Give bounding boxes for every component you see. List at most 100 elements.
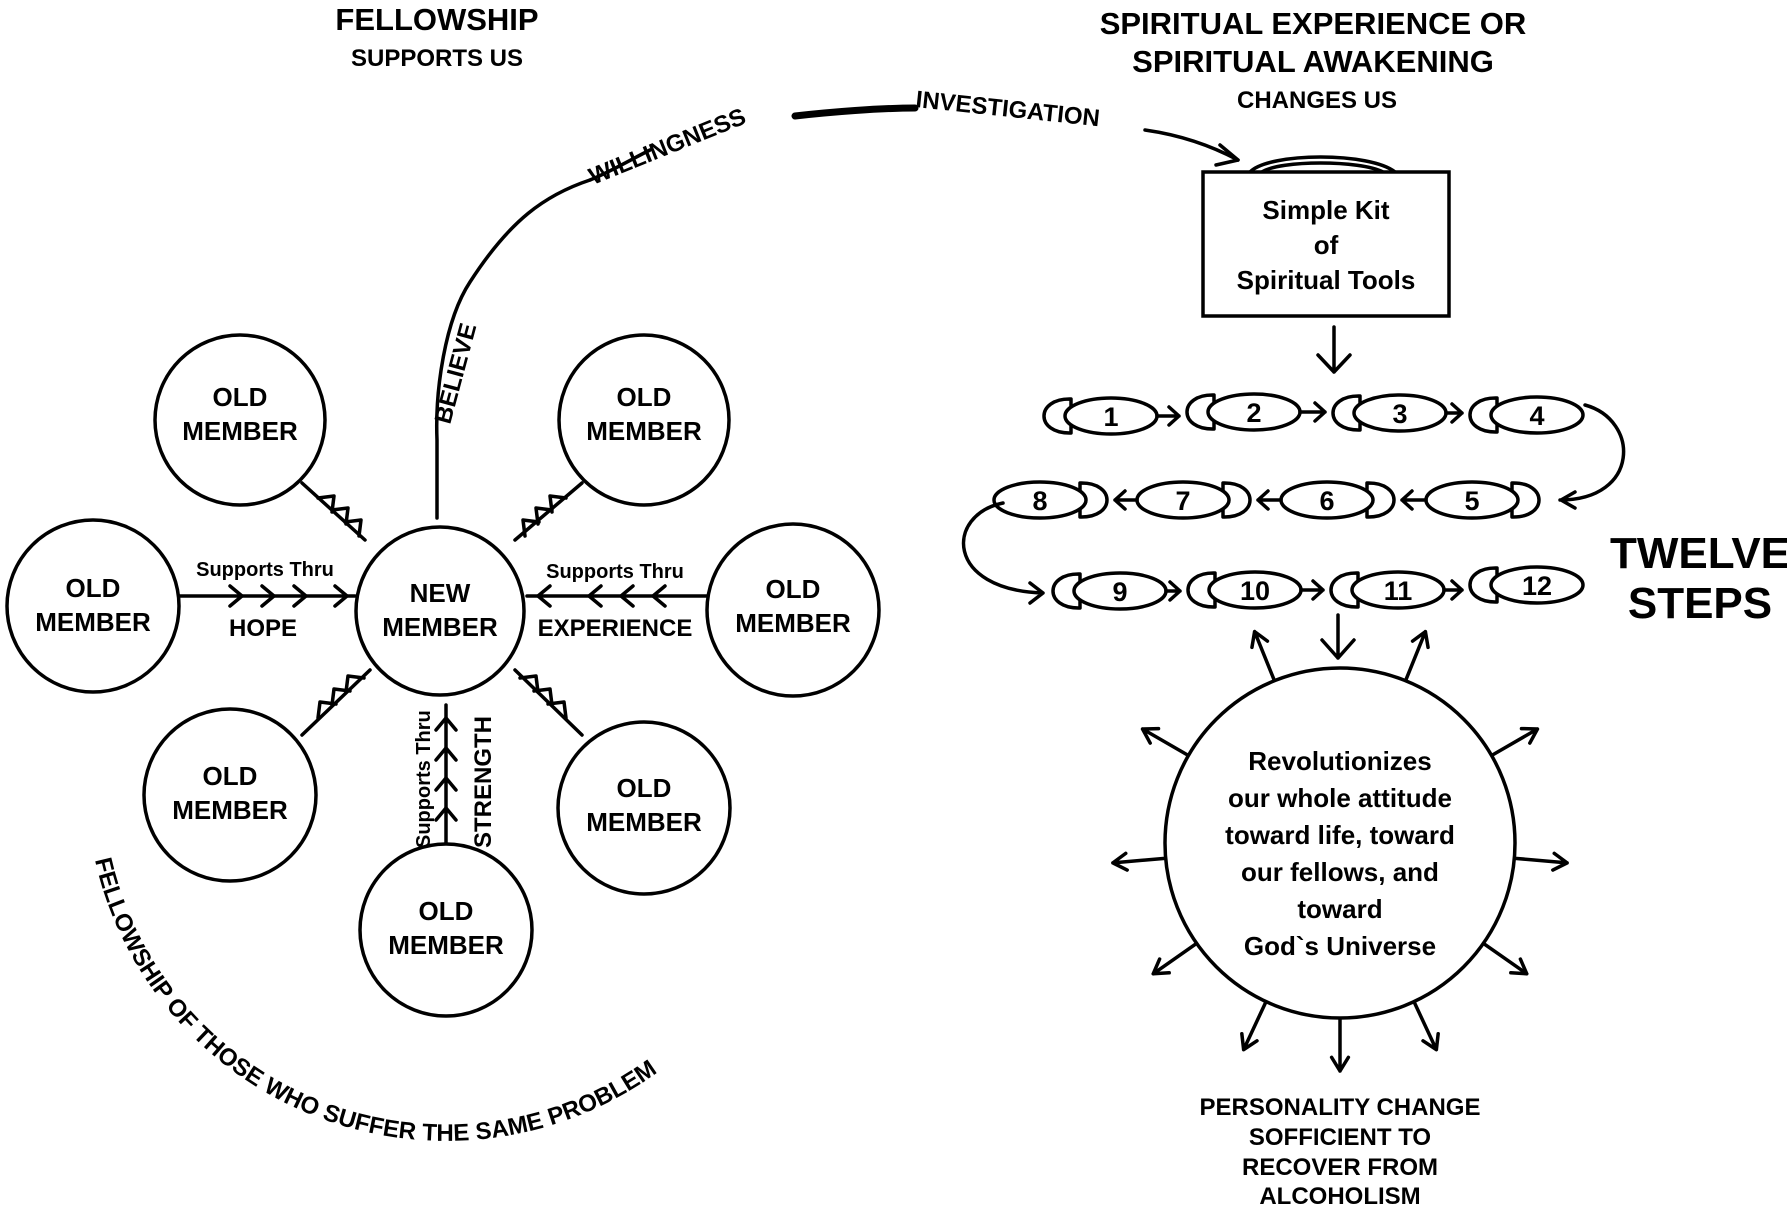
- step-number: 1: [1103, 402, 1118, 432]
- step-number: 6: [1319, 486, 1334, 516]
- step-arrow: [1442, 579, 1464, 601]
- old-member-top-right: OLD MEMBER: [557, 333, 731, 507]
- conclusion-line1: PERSONALITY CHANGE: [1200, 1094, 1481, 1121]
- spiritual-title-line2: SPIRITUAL AWAKENING: [1132, 44, 1494, 79]
- step-number: 4: [1529, 401, 1544, 431]
- supports-left-bottom: HOPE: [229, 615, 297, 642]
- kit-line2: of: [1314, 230, 1339, 260]
- step-link: 3: [1331, 393, 1448, 433]
- supports-right-bottom: EXPERIENCE: [538, 615, 693, 642]
- step-arrow: [1164, 580, 1182, 602]
- old-member-label: OLD: [419, 896, 474, 926]
- radiating-arrow: [1404, 629, 1430, 682]
- old-member-label: MEMBER: [735, 608, 851, 638]
- kit-arrow-path: [1143, 128, 1240, 162]
- result-line: toward life, toward: [1225, 820, 1455, 850]
- step-link: 5: [1424, 480, 1541, 520]
- old-member-label: OLD: [203, 761, 258, 791]
- step-link: 9: [1051, 571, 1168, 611]
- radiating-arrow: [1412, 1000, 1440, 1052]
- step-arrow: [1256, 489, 1283, 511]
- old-member-label: OLD: [766, 574, 821, 604]
- old-member-label: MEMBER: [172, 795, 288, 825]
- step-link: 11: [1329, 570, 1446, 610]
- step-number: 8: [1032, 486, 1047, 516]
- radiating-arrow: [1490, 726, 1540, 757]
- believe-path: [435, 178, 592, 520]
- kit-handle: [1248, 155, 1397, 174]
- old-member-label: MEMBER: [586, 807, 702, 837]
- twelve-steps-line2: STEPS: [1628, 579, 1772, 628]
- old-member-label: OLD: [213, 382, 268, 412]
- result-line: Revolutionizes: [1248, 746, 1431, 776]
- investigation-label: INVESTIGATION: [914, 86, 1101, 132]
- twelve-steps-line1: TWELVE: [1610, 529, 1787, 578]
- spokes: [176, 481, 718, 847]
- radiating-arrow: [1482, 942, 1529, 976]
- step-link: 1: [1042, 396, 1159, 436]
- old-member-label: MEMBER: [35, 607, 151, 637]
- radiating-arrow: [1250, 629, 1276, 682]
- result-line: God`s Universe: [1244, 931, 1436, 961]
- step-arrow: [1155, 405, 1181, 427]
- conclusion-line3: RECOVER FROM: [1242, 1154, 1438, 1181]
- new-member-circle: [354, 525, 526, 697]
- supports-right-top: Supports Thru: [546, 561, 684, 583]
- step-number: 5: [1464, 486, 1479, 516]
- fellowship-subtitle: SUPPORTS US: [351, 45, 523, 72]
- old-member-label: MEMBER: [586, 416, 702, 446]
- step-number: 7: [1175, 486, 1190, 516]
- step-link: 6: [1279, 480, 1396, 520]
- step-number: 11: [1384, 576, 1413, 606]
- result-text: Revolutionizes our whole attitude toward l…: [1225, 746, 1455, 961]
- row-connector-left: [961, 501, 1045, 605]
- step-arrow: [1113, 489, 1139, 511]
- willingness-label: WILLINGNESS: [585, 103, 750, 190]
- spiritual-title-line1: SPIRITUAL EXPERIENCE OR: [1100, 6, 1527, 41]
- old-member-bottom-right: OLD MEMBER: [556, 720, 732, 896]
- kit-line1: Simple Kit: [1262, 195, 1389, 225]
- row-connector-right: [1558, 403, 1626, 510]
- step-arrow: [1298, 401, 1327, 423]
- step-arrow: [1299, 579, 1325, 601]
- step-link: 2: [1185, 392, 1302, 432]
- step-link: 7: [1135, 480, 1252, 520]
- supports-bottom-left: Supports Thru: [413, 710, 435, 848]
- spiritual-subtitle: CHANGES US: [1237, 87, 1397, 114]
- step-arrow: [1400, 489, 1428, 511]
- result-line: our fellows, and: [1241, 857, 1439, 887]
- conclusion-line2: SOFFICIENT TO: [1249, 1124, 1431, 1151]
- new-member-line2: MEMBER: [382, 612, 498, 642]
- old-member-label: OLD: [617, 382, 672, 412]
- radiating-arrow: [1111, 851, 1167, 872]
- radiating-arrow: [1329, 1017, 1351, 1073]
- steps-down-arrow: [1320, 613, 1356, 660]
- step-arrow: [1444, 402, 1464, 424]
- old-member-left: OLD MEMBER: [5, 518, 181, 694]
- step-number: 12: [1522, 571, 1552, 601]
- result-circle: [1163, 666, 1517, 1020]
- step-number: 10: [1240, 576, 1270, 606]
- fellowship-title: FELLOWSHIP: [335, 2, 538, 37]
- new-member-line1: NEW: [410, 578, 471, 608]
- result-line: toward: [1297, 894, 1382, 924]
- step-number: 2: [1246, 398, 1261, 428]
- result-line: our whole attitude: [1228, 783, 1452, 813]
- old-member-bottom-left: OLD MEMBER: [142, 707, 318, 883]
- step-link: 8: [992, 480, 1109, 520]
- old-member-top-left: OLD MEMBER: [153, 333, 327, 507]
- kit-line3: Spiritual Tools: [1237, 265, 1416, 295]
- step-number: 3: [1392, 399, 1407, 429]
- radiating-arrow: [1513, 851, 1569, 872]
- old-member-label: MEMBER: [182, 416, 298, 446]
- radiating-arrow: [1151, 942, 1198, 976]
- old-member-label: OLD: [66, 573, 121, 603]
- old-member-bottom: OLD MEMBER: [358, 842, 534, 1018]
- step-link: 12: [1468, 565, 1585, 605]
- old-member-label: OLD: [617, 773, 672, 803]
- step-link: 4: [1468, 395, 1585, 435]
- kit-down-arrow: [1316, 325, 1352, 374]
- old-member-label: MEMBER: [388, 930, 504, 960]
